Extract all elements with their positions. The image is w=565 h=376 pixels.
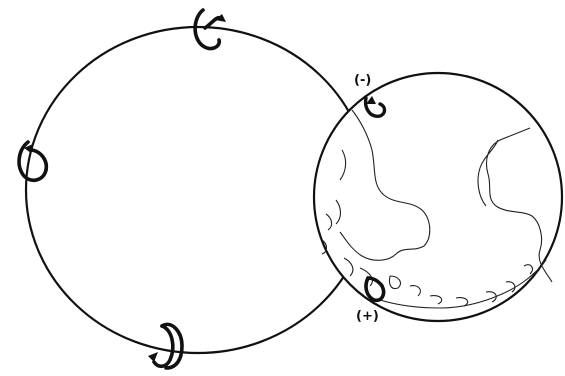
spin-arrow-icon — [148, 324, 182, 368]
earth-globe-icon — [314, 73, 562, 321]
negative-sign-label: (-) — [354, 73, 371, 88]
positive-sign-label: (+) — [356, 309, 379, 324]
